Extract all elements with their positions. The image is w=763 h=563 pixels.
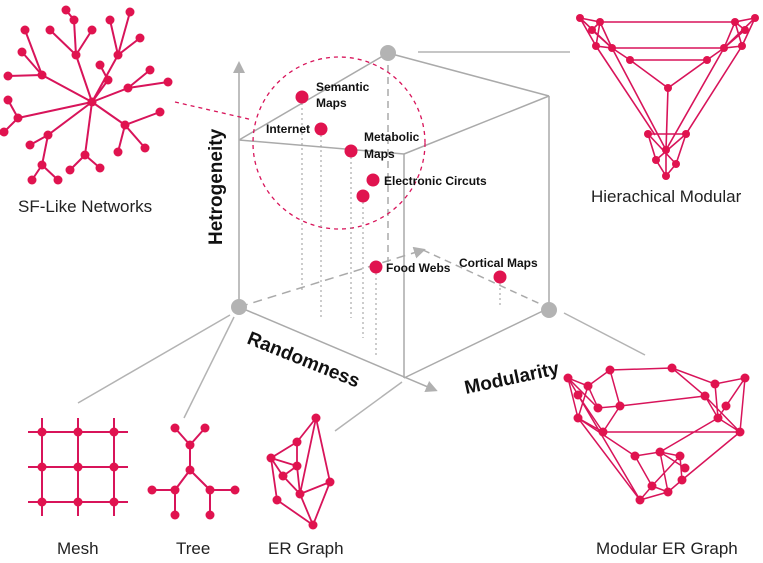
er-graph: [270, 415, 331, 527]
point-cortical-maps: [493, 270, 507, 284]
point-semantic-maps: [295, 90, 309, 104]
corner-marker-top: [380, 45, 396, 61]
connector-lines: [77, 312, 646, 432]
point-unlabeled: [356, 189, 370, 203]
caption-modular-er-graph: Modular ER Graph: [596, 539, 738, 558]
z-axis-label: Modularity: [463, 358, 562, 399]
corner-marker-origin: [231, 299, 247, 315]
mesh-nodes: [37, 427, 119, 507]
point-internet: [314, 122, 328, 136]
modular-er-graph: [566, 367, 746, 501]
cluster-circle: [252, 56, 426, 230]
label-internet: Internet: [266, 122, 310, 136]
modular-er-nodes: [563, 363, 750, 505]
tree-nodes: [147, 423, 240, 520]
sf-network-nodes: [0, 5, 173, 185]
label-cortical-maps: Cortical Maps: [459, 256, 538, 270]
x-axis-arrow: [238, 306, 438, 393]
caption-mesh: Mesh: [57, 539, 99, 558]
label-food-webs: Food Webs: [386, 261, 451, 275]
corner-marker-right: [541, 302, 557, 318]
caption-er-graph: ER Graph: [268, 539, 344, 558]
caption-hierarchical-modular: Hierachical Modular: [591, 187, 742, 206]
label-electronic-circuits: Electronic Circuts: [384, 174, 487, 188]
point-metabolic-maps: [344, 144, 358, 158]
caption-sf-networks: SF-Like Networks: [18, 197, 152, 216]
cluster-leader-line: [174, 101, 254, 121]
network-points: [295, 90, 507, 284]
hierarchical-modular-nodes: [576, 14, 759, 180]
er-nodes: [266, 413, 335, 530]
z-axis-arrow: [238, 246, 426, 308]
x-axis-label: Randomness: [244, 328, 362, 392]
caption-tree: Tree: [176, 539, 210, 558]
point-food-webs: [369, 260, 383, 274]
point-electronic-circuits: [366, 173, 380, 187]
cube-frame: [233, 52, 550, 393]
y-axis-label: Hetrogeneity: [206, 128, 227, 245]
